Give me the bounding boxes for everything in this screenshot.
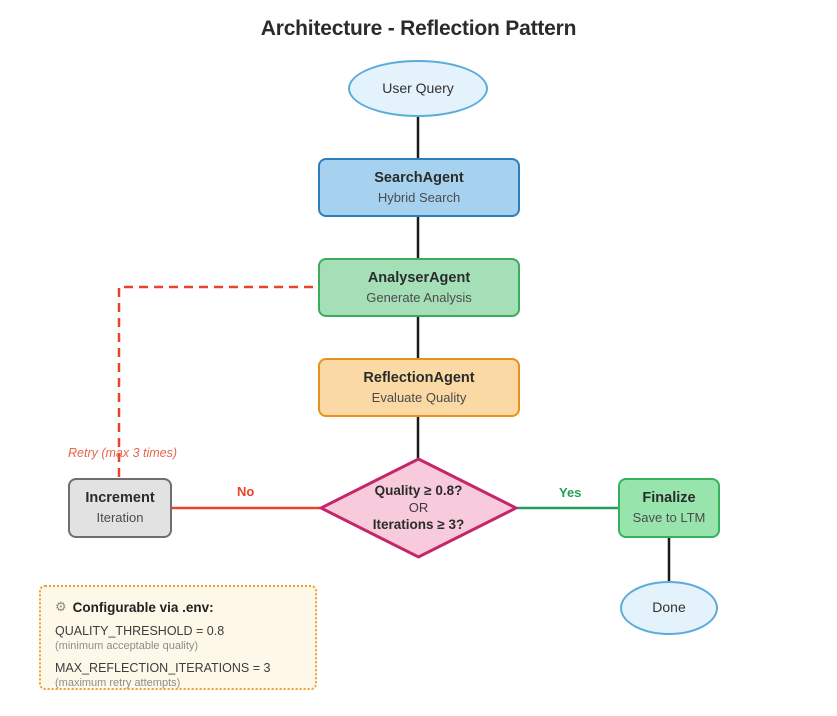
edge-label-no: No bbox=[237, 484, 255, 499]
node-increment-title: Increment bbox=[85, 490, 155, 507]
node-analyser-agent[interactable]: AnalyserAgent Generate Analysis bbox=[318, 258, 520, 317]
page-title: Architecture - Reflection Pattern bbox=[260, 17, 577, 40]
node-search-agent-subtitle: Hybrid Search bbox=[377, 189, 461, 205]
decision-line-3: Iterations ≥ 3? bbox=[372, 517, 465, 533]
node-done[interactable]: Done bbox=[620, 581, 718, 635]
node-finalize-title: Finalize bbox=[642, 490, 696, 507]
node-reflection-agent-subtitle: Evaluate Quality bbox=[371, 389, 467, 405]
node-decision[interactable]: Quality ≥ 0.8? OR Iterations ≥ 3? bbox=[319, 457, 518, 559]
decision-line-1: Quality ≥ 0.8? bbox=[374, 483, 463, 498]
legend-note-quality-threshold: (minimum acceptable quality) bbox=[55, 640, 199, 652]
node-reflection-agent[interactable]: ReflectionAgent Evaluate Quality bbox=[318, 358, 520, 417]
node-reflection-agent-title: ReflectionAgent bbox=[363, 369, 475, 386]
legend-setting-max-iterations: MAX_REFLECTION_ITERATIONS = 3 bbox=[55, 661, 271, 675]
legend-title-text: Configurable via .env: bbox=[72, 599, 214, 615]
node-user-query-label: User Query bbox=[382, 79, 454, 96]
node-increment[interactable]: Increment Iteration bbox=[68, 478, 172, 538]
node-search-agent[interactable]: SearchAgent Hybrid Search bbox=[318, 158, 520, 217]
node-increment-subtitle: Iteration bbox=[96, 510, 144, 526]
edge-label-yes: Yes bbox=[559, 485, 582, 500]
node-analyser-agent-subtitle: Generate Analysis bbox=[366, 289, 472, 305]
legend-title-row: ⚙ Configurable via .env: bbox=[55, 599, 301, 615]
node-search-agent-title: SearchAgent bbox=[374, 169, 464, 186]
decision-diamond-shape bbox=[319, 457, 518, 559]
node-user-query[interactable]: User Query bbox=[348, 60, 488, 117]
node-finalize[interactable]: Finalize Save to LTM bbox=[618, 478, 720, 538]
edge-label-retry: Retry (max 3 times) bbox=[68, 446, 178, 460]
node-finalize-subtitle: Save to LTM bbox=[632, 510, 706, 526]
node-analyser-agent-title: AnalyserAgent bbox=[367, 269, 471, 286]
legend-configurable-env: ⚙ Configurable via .env: QUALITY_THRESHO… bbox=[39, 585, 317, 690]
decision-line-2: OR bbox=[408, 499, 429, 515]
legend-setting-quality-threshold: QUALITY_THRESHOLD = 0.8 bbox=[55, 624, 225, 638]
legend-note-max-iterations: (maximum retry attempts) bbox=[55, 677, 181, 689]
gear-icon: ⚙ bbox=[55, 599, 67, 614]
node-done-label: Done bbox=[652, 599, 686, 616]
